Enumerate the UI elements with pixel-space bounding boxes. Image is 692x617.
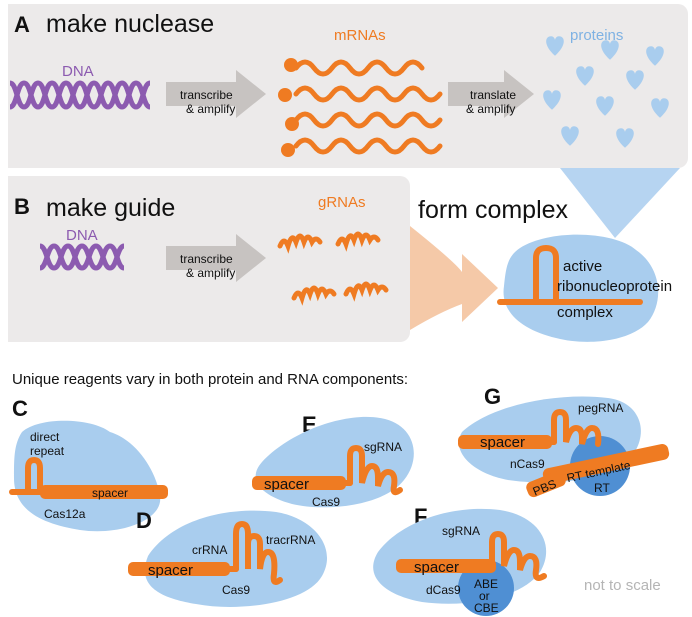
panel-f-effector-3: CBE	[474, 601, 499, 615]
panel-c: C direct repeat spacer Cas12a	[9, 396, 168, 532]
panel-d-tracrrna-label: tracrRNA	[266, 533, 315, 547]
panel-f-effector	[458, 560, 514, 616]
panel-b: B make guide DNA transcribe & amplify gR…	[8, 176, 410, 342]
panel-c-letter: C	[12, 396, 28, 421]
panel-f-sgrna-label: sgRNA	[442, 524, 480, 538]
reagents-subtitle: Unique reagents vary in both protein and…	[12, 371, 408, 388]
panel-a-background	[8, 4, 688, 168]
transcribe-label-a-1: transcribe	[180, 88, 233, 102]
dna-helix-b	[39, 243, 125, 271]
panel-f-effector-1: ABE	[474, 577, 498, 591]
translate-label-2: & amplify	[466, 102, 515, 116]
panel-g-pbs-bar	[526, 470, 566, 498]
panel-d-letter: D	[136, 508, 152, 533]
complex-protein-blob	[503, 234, 659, 342]
complex-label-3: complex	[557, 304, 613, 321]
mrna-strands	[293, 59, 443, 155]
panel-e-spacer-label: spacer	[264, 476, 309, 493]
transcribe-arrow-a	[166, 70, 266, 118]
panel-c-spacer-label: spacer	[92, 486, 128, 500]
panel-c-protein-label: Cas12a	[44, 507, 86, 521]
panel-g: G pegRNA spacer nCas9 RT template PBS RT	[458, 384, 670, 499]
panel-f-effector-2: or	[479, 589, 490, 603]
complex-title: form complex	[418, 196, 569, 224]
dna-helix-a	[8, 80, 152, 110]
panel-a-letter: A	[14, 12, 30, 37]
panel-c-repeat-label: repeat	[30, 444, 65, 458]
protein-to-complex-arrow	[560, 168, 680, 238]
grnas-label: gRNAs	[318, 194, 366, 211]
complex-section: form complex active ribonucleoprotein co…	[418, 196, 672, 342]
scale-footnote: not to scale	[584, 577, 661, 594]
transcribe-label-b-2: & amplify	[186, 266, 235, 280]
panel-g-letter: G	[484, 384, 501, 409]
panel-f: F sgRNA spacer dCas9 ABE or CBE	[373, 504, 547, 616]
complex-label-2: ribonucleoprotein	[557, 278, 672, 295]
panel-a-title: make nuclease	[46, 10, 214, 38]
dna-label-a: DNA	[62, 63, 94, 80]
panel-e-protein-label: Cas9	[312, 495, 340, 509]
panel-c-spacer-bar	[40, 485, 168, 499]
guide-to-complex-arrow	[410, 226, 498, 330]
translate-arrow	[448, 70, 534, 118]
transcribe-arrow-b	[166, 234, 266, 282]
panel-b-letter: B	[14, 194, 30, 219]
complex-label-1: active	[563, 258, 602, 275]
panel-d-crrna-label: crRNA	[192, 543, 227, 557]
panel-c-rna	[9, 456, 43, 495]
transcribe-label-b-1: transcribe	[180, 252, 233, 266]
panel-g-protein-label: nCas9	[510, 457, 545, 471]
translate-label-1: translate	[470, 88, 516, 102]
cas12a-protein	[14, 420, 161, 532]
panel-g-rt-label: RT	[594, 481, 610, 495]
panel-e: E sgRNA spacer Cas9	[252, 412, 414, 509]
transcribe-label-a-2: & amplify	[186, 102, 235, 116]
panel-d-spacer-bar	[128, 562, 230, 576]
panel-d-spacer-label: spacer	[148, 562, 193, 579]
panel-g-spacer-label: spacer	[480, 434, 525, 451]
proteins-label: proteins	[570, 27, 623, 44]
mrna-caps	[278, 58, 299, 157]
panel-d-protein-label: Cas9	[222, 583, 250, 597]
panel-a: A make nuclease DNA transcribe & amplify…	[8, 4, 688, 168]
panel-c-direct-label: direct	[30, 430, 60, 444]
grna-molecules	[277, 231, 389, 306]
panel-g-spacer-bar	[458, 435, 552, 449]
panel-f-protein-label: dCas9	[426, 583, 461, 597]
panel-e-sgrna-label: sgRNA	[364, 440, 402, 454]
panel-g-pegrna-label: pegRNA	[578, 401, 623, 415]
panel-g-rt-template-bar	[542, 443, 670, 485]
mrnas-label: mRNAs	[334, 27, 386, 44]
panel-e-spacer-bar	[252, 476, 346, 490]
complex-rna	[497, 244, 643, 305]
panel-d: D crRNA tracrRNA spacer Cas9	[128, 508, 328, 607]
panel-b-title: make guide	[46, 194, 175, 222]
panel-f-spacer-label: spacer	[414, 559, 459, 576]
panel-e-protein	[255, 416, 414, 508]
dna-label-b: DNA	[66, 227, 98, 244]
panel-f-spacer-bar	[396, 559, 496, 573]
